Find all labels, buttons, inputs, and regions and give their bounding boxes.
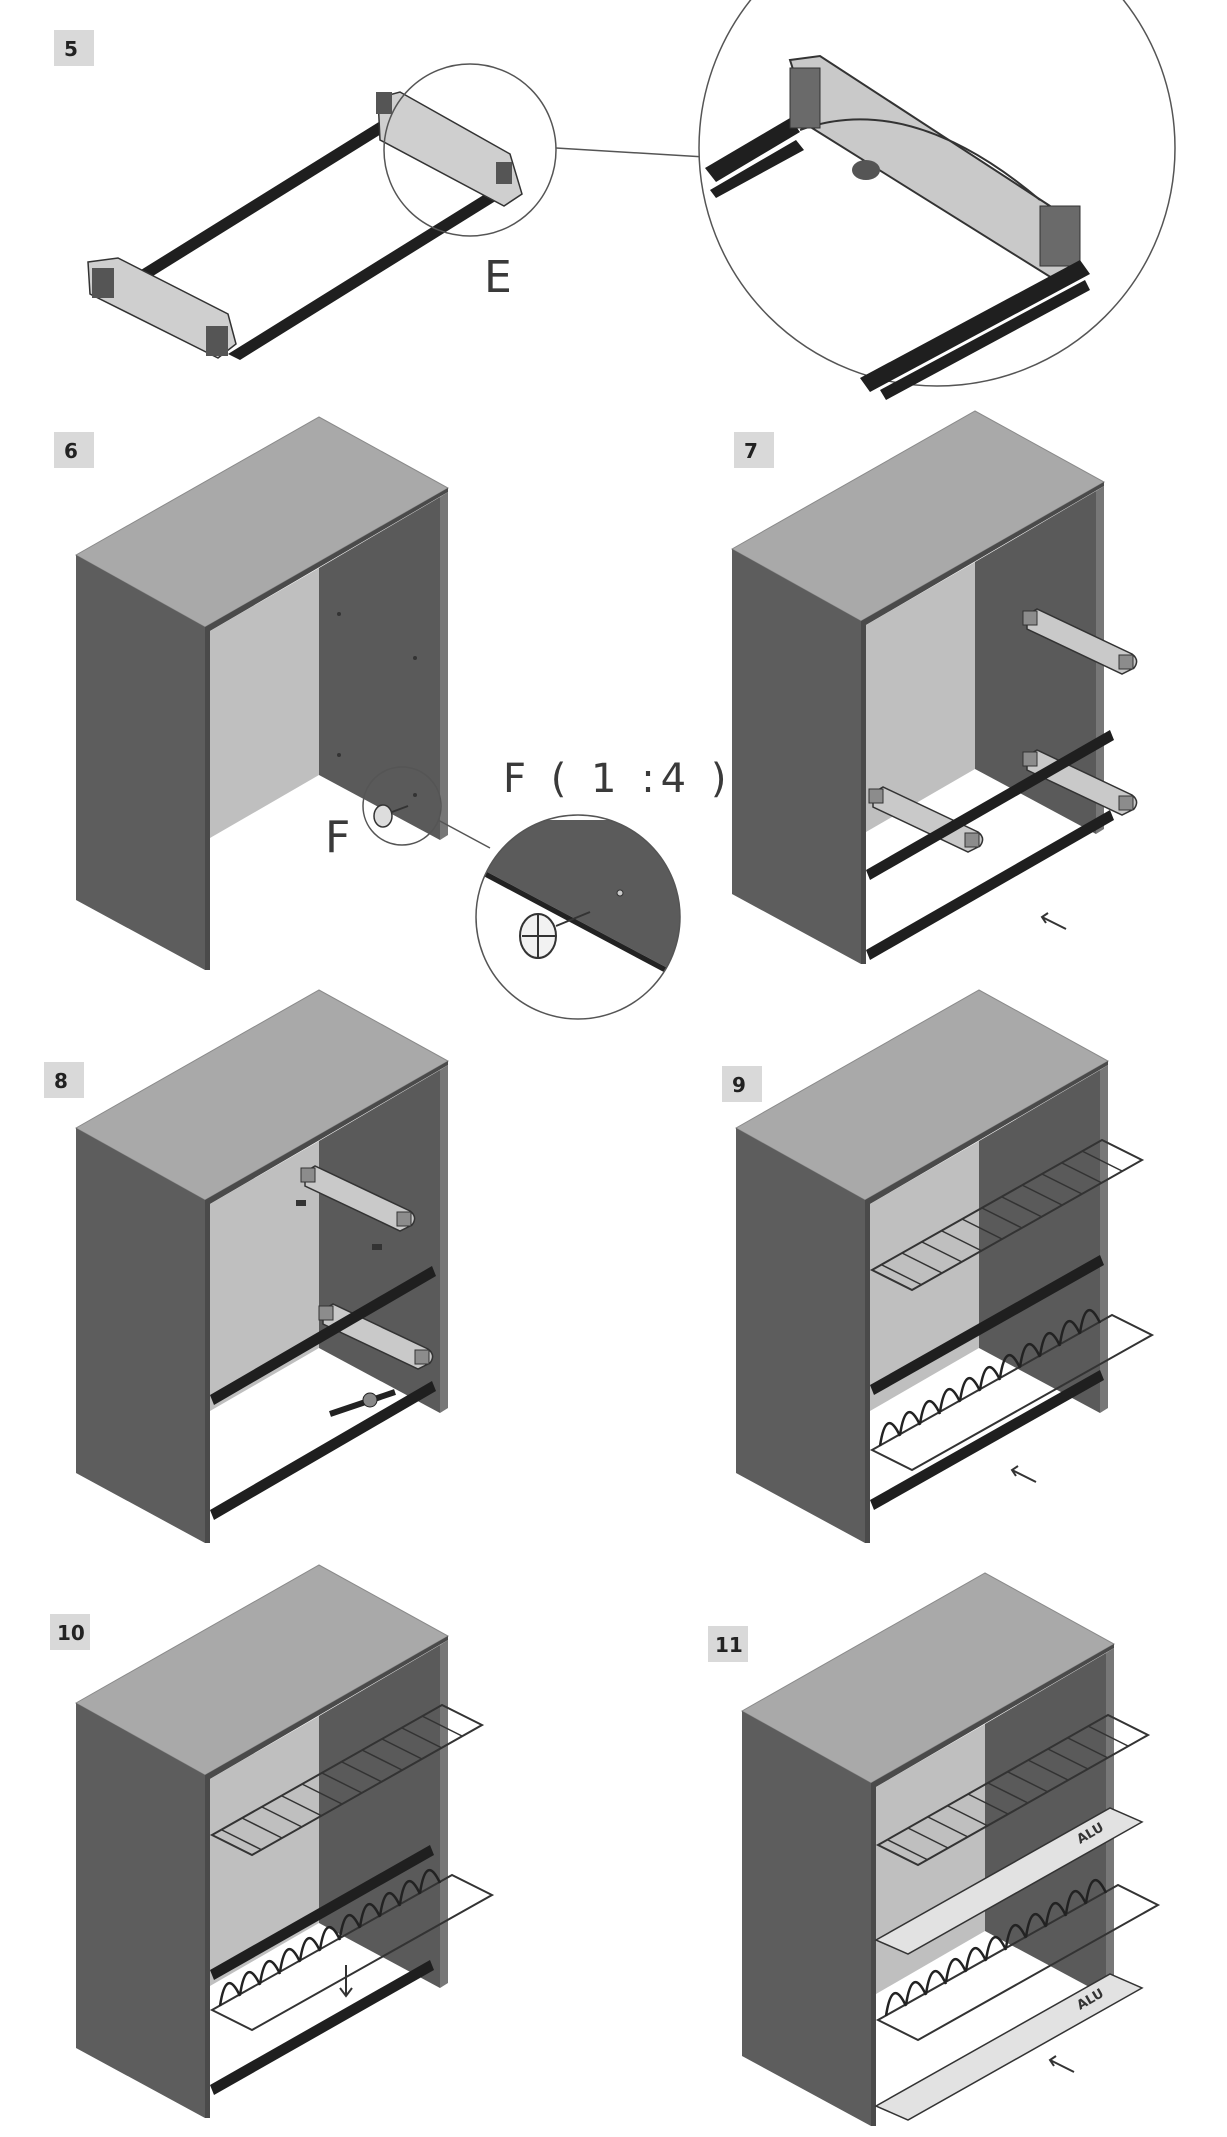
- step-7-panel: 7: [731, 410, 1138, 965]
- step-6-label-box: [54, 432, 94, 468]
- step-9-label: 9: [732, 1073, 746, 1097]
- step-9-label-box: [722, 1066, 762, 1102]
- step-8-label-box: [44, 1062, 84, 1098]
- step-5-panel: 5 E: [54, 0, 1176, 400]
- detail-f-magnified: [475, 814, 681, 1020]
- fixing-cam: [373, 804, 409, 828]
- step-11-label-box: [708, 1626, 748, 1662]
- upper-drip-tray: ALU: [874, 1807, 1144, 1955]
- step-7-label: 7: [744, 439, 758, 463]
- pull-out-frame: [87, 91, 523, 360]
- step-10-label: 10: [57, 1621, 85, 1645]
- step-11-panel: 11 ALU ALU: [708, 1572, 1160, 2127]
- step-10-panel: 10: [50, 1564, 494, 2119]
- detail-e-magnified: [698, 0, 1176, 400]
- step-9-panel: 9: [722, 989, 1154, 1544]
- step-10-label-box: [50, 1614, 90, 1650]
- step-7-label-box: [734, 432, 774, 468]
- detail-e-circle: [383, 63, 557, 237]
- detail-e-leader: [555, 147, 706, 158]
- down-arrow: [339, 1965, 353, 1998]
- step-5-label: 5: [64, 37, 78, 61]
- step-6-label: 6: [64, 439, 78, 463]
- step-11-label: 11: [715, 1633, 743, 1657]
- detail-f-scale: F ( 1 :4 ): [503, 756, 732, 802]
- step-8-panel: 8: [44, 989, 449, 1544]
- detail-f-leader: [437, 819, 491, 849]
- lower-drip-tray: ALU: [874, 1973, 1144, 2121]
- step-8-label: 8: [54, 1069, 68, 1093]
- step-5-label-box: [54, 30, 94, 66]
- screwdriver: [329, 1389, 396, 1417]
- step-6-panel: 6 F F ( 1 :4 ): [54, 416, 732, 1020]
- detail-f-letter: F: [325, 812, 350, 863]
- detail-e-letter: E: [484, 252, 512, 303]
- detail-f-circle: [362, 766, 442, 846]
